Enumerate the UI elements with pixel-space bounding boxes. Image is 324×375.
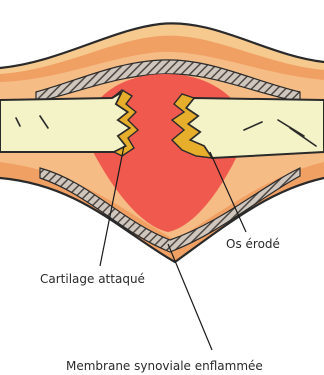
left-bone bbox=[0, 92, 130, 152]
leader-inflamed-synovium bbox=[168, 244, 212, 350]
label-inflamed-synovium: Membrane synoviale enflammée bbox=[66, 359, 263, 373]
label-attacked-cartilage: Cartilage attaqué bbox=[40, 272, 145, 286]
label-eroded-bone: Os érodé bbox=[226, 237, 280, 251]
